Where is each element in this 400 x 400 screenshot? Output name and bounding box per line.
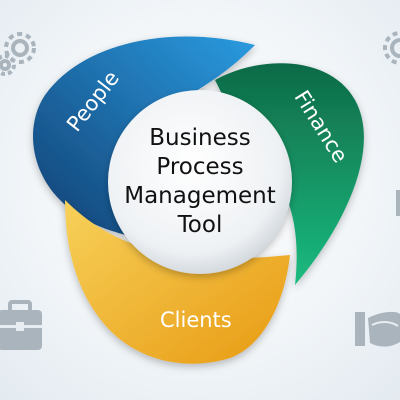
edge-bar-icon bbox=[396, 190, 400, 216]
center-circle bbox=[108, 90, 292, 274]
handshake-icon bbox=[355, 311, 400, 347]
gears-icon bbox=[0, 32, 36, 76]
clients-label: Clients bbox=[160, 308, 232, 332]
briefcase-icon bbox=[0, 300, 42, 350]
clients-segment[interactable] bbox=[65, 200, 290, 364]
center-line-3: Management bbox=[124, 183, 276, 209]
center-line-4: Tool bbox=[177, 212, 223, 238]
people-segment[interactable] bbox=[33, 36, 255, 235]
center-line-1: Business bbox=[149, 125, 251, 151]
center-line-2: Process bbox=[156, 154, 244, 180]
gear-partial-icon bbox=[383, 31, 400, 65]
center-title: Business Process Management Tool bbox=[110, 112, 290, 252]
